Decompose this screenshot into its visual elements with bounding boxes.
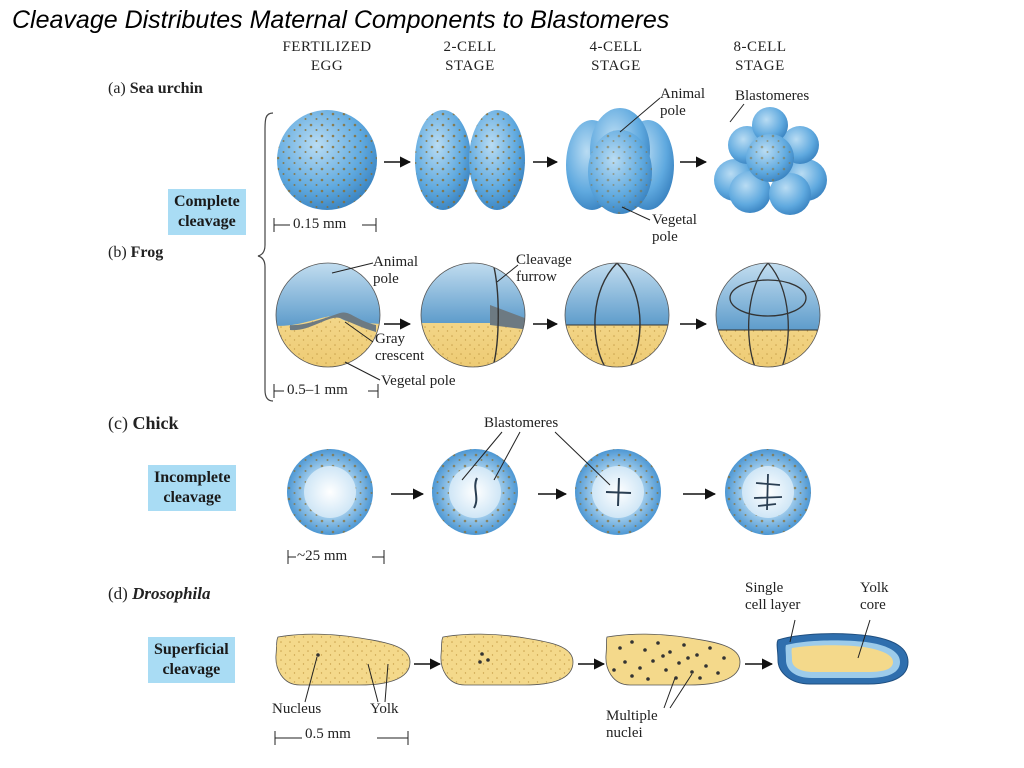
superficial-cleavage-label: Superficial cleavage (148, 637, 235, 683)
vegetal-pole-label-sea-urchin: Vegetal pole (652, 212, 697, 245)
row-name: Drosophila (132, 584, 211, 603)
drosophila-nuclei-division (440, 633, 574, 686)
row-label-drosophila: (d) Drosophila (108, 584, 211, 604)
chick-fertilized-egg (287, 449, 373, 535)
chick-2-cell (432, 449, 518, 535)
column-header-2-cell: 2-CELL STAGE (443, 39, 497, 74)
blastomeres-label-sea-urchin: Blastomeres (735, 88, 810, 104)
cleavage-furrow-label: Cleavage furrow (516, 252, 572, 285)
frog-fertilized-egg (276, 263, 380, 367)
blastomeres-label-chick: Blastomeres (484, 415, 559, 431)
row-label-chick: (c) Chick (108, 413, 179, 434)
drosophila-multiple-nuclei (605, 633, 741, 686)
sea-urchin-2-cell (415, 110, 525, 210)
row-letter: (a) (108, 80, 126, 97)
animal-pole-label-frog: Animal pole (373, 254, 418, 287)
row-name: Sea urchin (129, 80, 203, 97)
column-header-fertilized-egg: FERTILIZED EGG (282, 39, 372, 74)
yolk-label: Yolk (370, 701, 399, 717)
sea-urchin-4-cell (566, 108, 674, 214)
complete-cleavage-label: Complete cleavage (168, 189, 246, 235)
column-header-4-cell: 4-CELL STAGE (589, 39, 643, 74)
row-name: Chick (132, 413, 179, 433)
multiple-nuclei-label: Multiple nuclei (606, 708, 658, 741)
drosophila-fertilized-egg (275, 633, 411, 686)
column-header-8-cell: 8-CELL STAGE (733, 39, 787, 74)
scale-label-chick: ~25 mm (297, 548, 348, 564)
row-letter: (d) (108, 584, 128, 603)
row-letter: (c) (108, 413, 128, 433)
frog-2-cell (421, 263, 525, 367)
animal-pole-label-sea-urchin: Animal pole (660, 86, 705, 119)
scale-label-drosophila: 0.5 mm (305, 726, 351, 742)
scale-label-frog: 0.5–1 mm (287, 382, 348, 398)
incomplete-cleavage-label: Incomplete cleavage (148, 465, 237, 511)
chick-8-cell (725, 449, 811, 535)
sea-urchin-8-cell (714, 107, 827, 215)
frog-4-cell (565, 263, 669, 367)
sea-urchin-fertilized-egg (277, 110, 377, 210)
yolk-core-label: Yolk core (860, 580, 889, 613)
drosophila-syncytial-blastoderm (776, 633, 909, 685)
nucleus-label: Nucleus (272, 701, 322, 717)
frog-8-cell (716, 263, 820, 367)
chick-4-cell (575, 449, 661, 535)
row-letter: (b) (108, 244, 127, 261)
bracket-line (257, 112, 274, 402)
row-name: Frog (130, 244, 164, 261)
slide-title: Cleavage Distributes Maternal Components… (12, 6, 670, 34)
row-label-frog: (b) Frog (108, 244, 163, 262)
single-cell-layer-label: Single cell layer (745, 580, 801, 613)
row-label-sea-urchin: (a) Sea urchin (108, 80, 203, 98)
gray-crescent-label: Gray crescent (375, 331, 425, 364)
vegetal-pole-label-frog: Vegetal pole (381, 373, 456, 389)
scale-label-sea-urchin: 0.15 mm (293, 216, 347, 232)
